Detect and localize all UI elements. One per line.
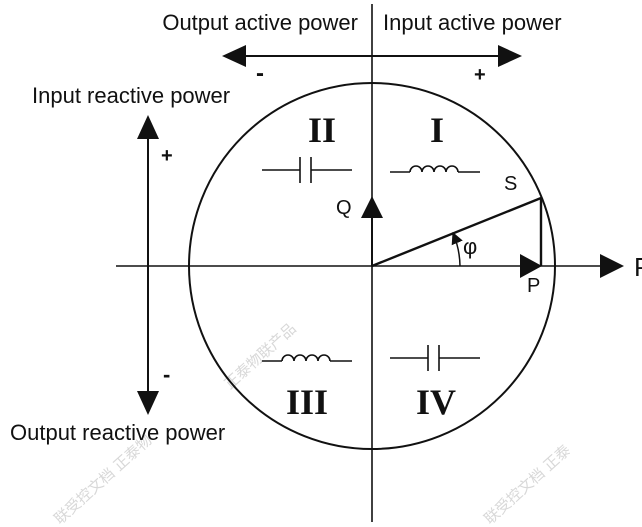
minus-horizontal-sign: - (256, 60, 264, 87)
inductor-icon (390, 165, 480, 173)
minus-vertical-sign: - (163, 362, 170, 387)
active-power-arrow-left (222, 45, 246, 67)
quadrant-iv-label: IV (416, 382, 456, 422)
plus-horizontal-sign: + (474, 64, 486, 86)
s-vector-label: S (504, 173, 517, 195)
plus-vertical-sign: + (161, 145, 173, 167)
quadrant-iii-label: III (286, 382, 328, 422)
output-reactive-power-label: Output reactive power (10, 420, 225, 445)
active-power-arrow-right (498, 45, 522, 67)
watermark-text-2: 联受控文档 正泰物 (51, 431, 156, 527)
reactive-power-arrow-down (137, 391, 159, 415)
output-active-power-label: Output active power (162, 10, 358, 35)
q-vector-arrowhead (361, 196, 383, 218)
s-vector (371, 196, 542, 268)
horizontal-axis-arrowhead (600, 254, 624, 278)
capacitor-icon (262, 157, 352, 183)
inductor-icon (262, 354, 352, 362)
q-axis-label: Q (336, 197, 352, 219)
p-vector-arrowhead (520, 254, 542, 278)
reactive-power-arrow-up (137, 115, 159, 139)
phi-label: φ (463, 234, 477, 259)
p-axis-right-label: P (634, 252, 642, 282)
capacitor-icon (390, 345, 480, 371)
input-active-power-label: Input active power (383, 10, 562, 35)
phi-angle-arc (451, 231, 463, 267)
quadrant-i-label: I (430, 110, 444, 150)
input-reactive-power-label: Input reactive power (32, 83, 230, 108)
quadrant-ii-label: II (308, 110, 336, 150)
p-axis-label: P (527, 275, 540, 297)
watermark-text-3: 联受控文档 正泰 (481, 441, 575, 527)
